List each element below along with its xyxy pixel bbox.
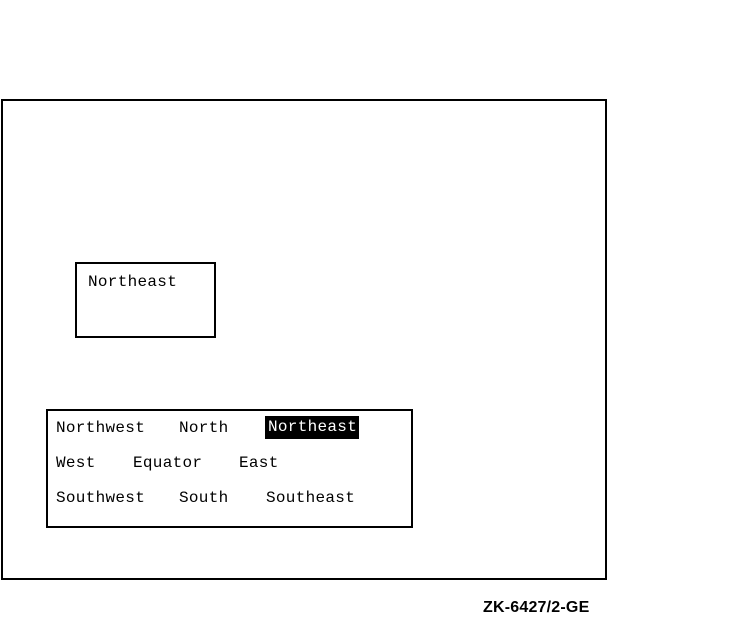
list-item-southeast[interactable]: Southeast — [266, 489, 356, 507]
window-frame: Northeast Northwest North Northeast West… — [1, 99, 607, 580]
list-item-equator[interactable]: Equator — [133, 454, 203, 472]
selected-value-text: Northeast — [88, 273, 178, 291]
list-box: Northwest North Northeast West Equator E… — [46, 409, 413, 528]
selected-value-box[interactable]: Northeast — [75, 262, 216, 338]
list-item-east[interactable]: East — [239, 454, 279, 472]
list-item-north[interactable]: North — [179, 419, 229, 437]
list-item-west[interactable]: West — [56, 454, 96, 472]
figure-id-label: ZK-6427/2-GE — [483, 599, 590, 616]
list-item-northeast-selected[interactable]: Northeast — [265, 416, 360, 439]
list-item-northwest[interactable]: Northwest — [56, 419, 146, 437]
list-item-south[interactable]: South — [179, 489, 229, 507]
list-item-southwest[interactable]: Southwest — [56, 489, 146, 507]
